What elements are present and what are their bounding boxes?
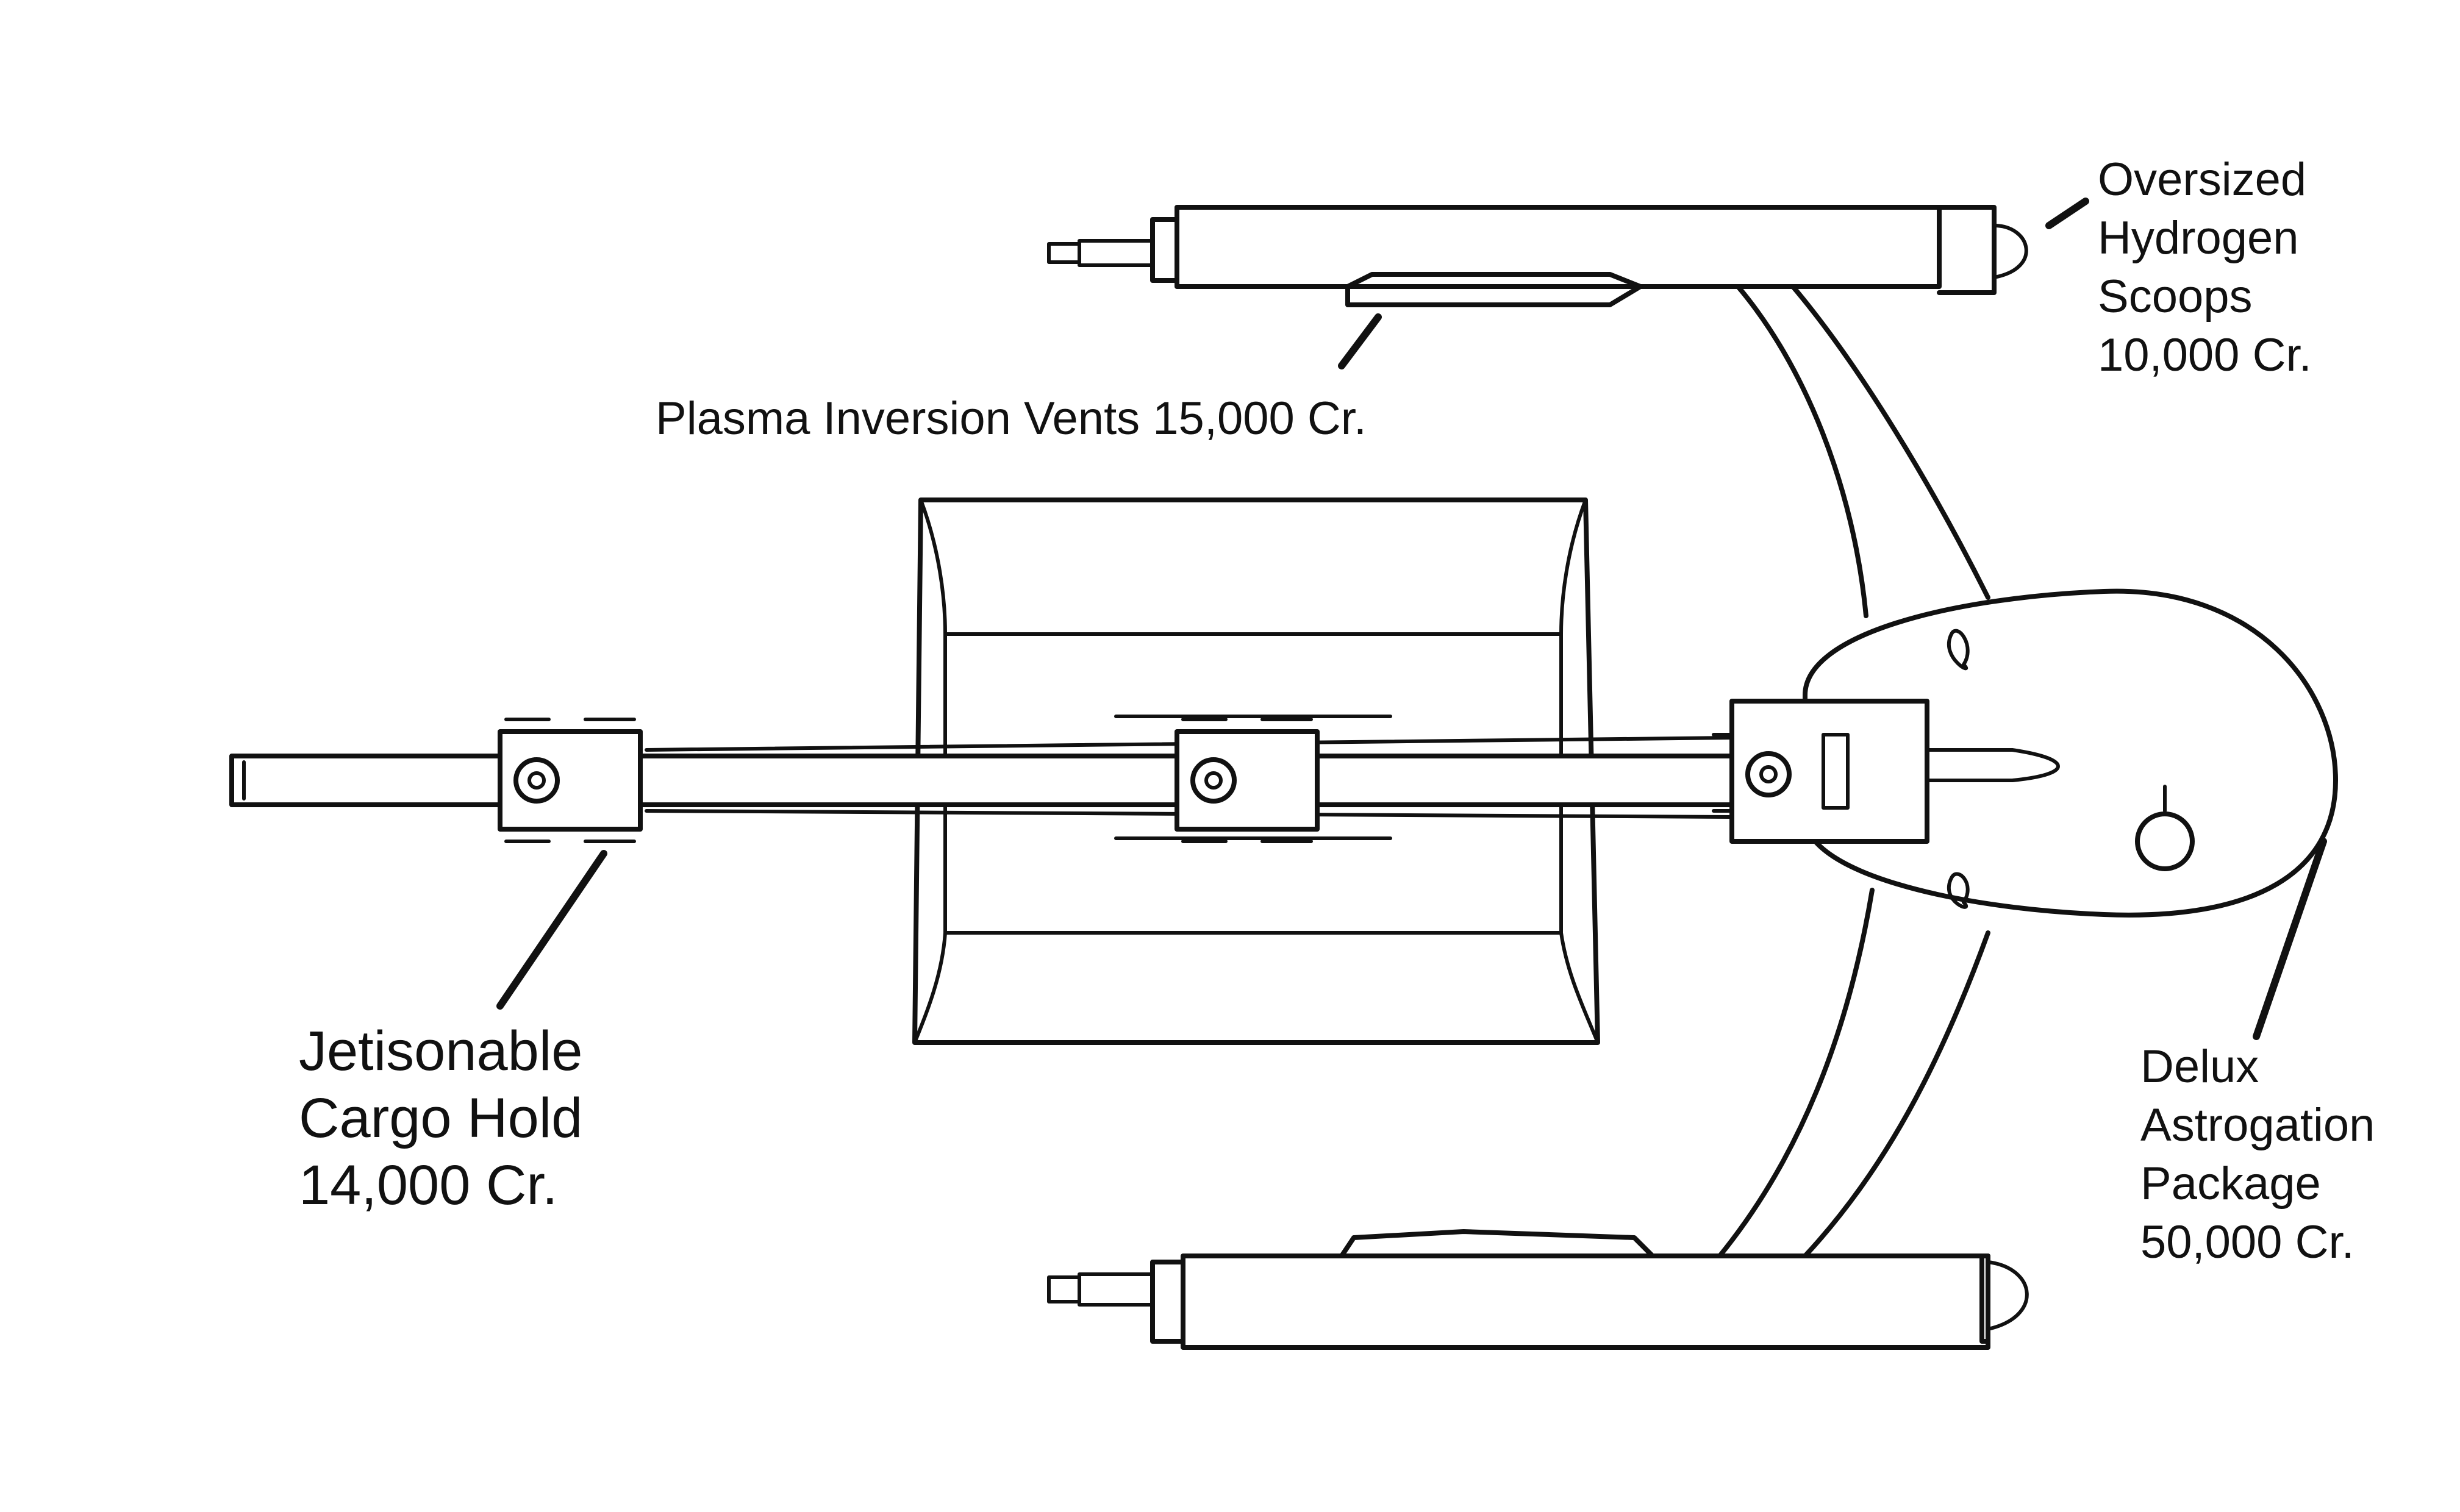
label-hydrogen-scoops: Oversized Hydrogen Scoops 10,000 Cr. (2098, 154, 2312, 381)
astrogation-line2: Astrogation (2140, 1099, 2375, 1151)
nacelle-lower (1047, 1229, 2029, 1350)
connector-block-aft (498, 718, 643, 843)
hydrogen-scoops-price: 10,000 Cr. (2098, 329, 2312, 381)
nacelle-upper (1047, 205, 2028, 307)
leader-hydrogen-scoops (2045, 198, 2089, 229)
hydrogen-scoops-line1: Oversized (2098, 154, 2306, 205)
pylon-lower (1717, 888, 1990, 1258)
cargo-hold-line2: Cargo Hold (299, 1087, 582, 1149)
leader-plasma-vents (1338, 313, 1382, 369)
cargo-hold-price: 14,000 Cr. (299, 1154, 558, 1216)
astrogation-line3: Package (2140, 1158, 2321, 1210)
connector-block-mid (1175, 718, 1320, 843)
connector-block-fore (1712, 699, 1929, 844)
astrogation-line1: Delux (2140, 1041, 2259, 1093)
hydrogen-scoops-line2: Hydrogen (2098, 212, 2299, 264)
pylon-upper (1736, 284, 1990, 618)
label-cargo-hold: Jetisonable Cargo Hold 14,000 Cr. (299, 1020, 582, 1216)
hydrogen-scoops-line3: Scoops (2098, 271, 2253, 323)
cargo-hold-line1: Jetisonable (299, 1020, 582, 1082)
label-astrogation: Delux Astrogation Package 50,000 Cr. (2140, 1041, 2375, 1268)
leader-astrogation (2253, 838, 2327, 1040)
label-plasma-vents: Plasma Inversion Vents 15,000 Cr. (656, 393, 1367, 444)
leader-cargo-hold (496, 850, 607, 1010)
saucer-section (1803, 588, 2338, 918)
astrogation-price: 50,000 Cr. (2140, 1216, 2355, 1268)
